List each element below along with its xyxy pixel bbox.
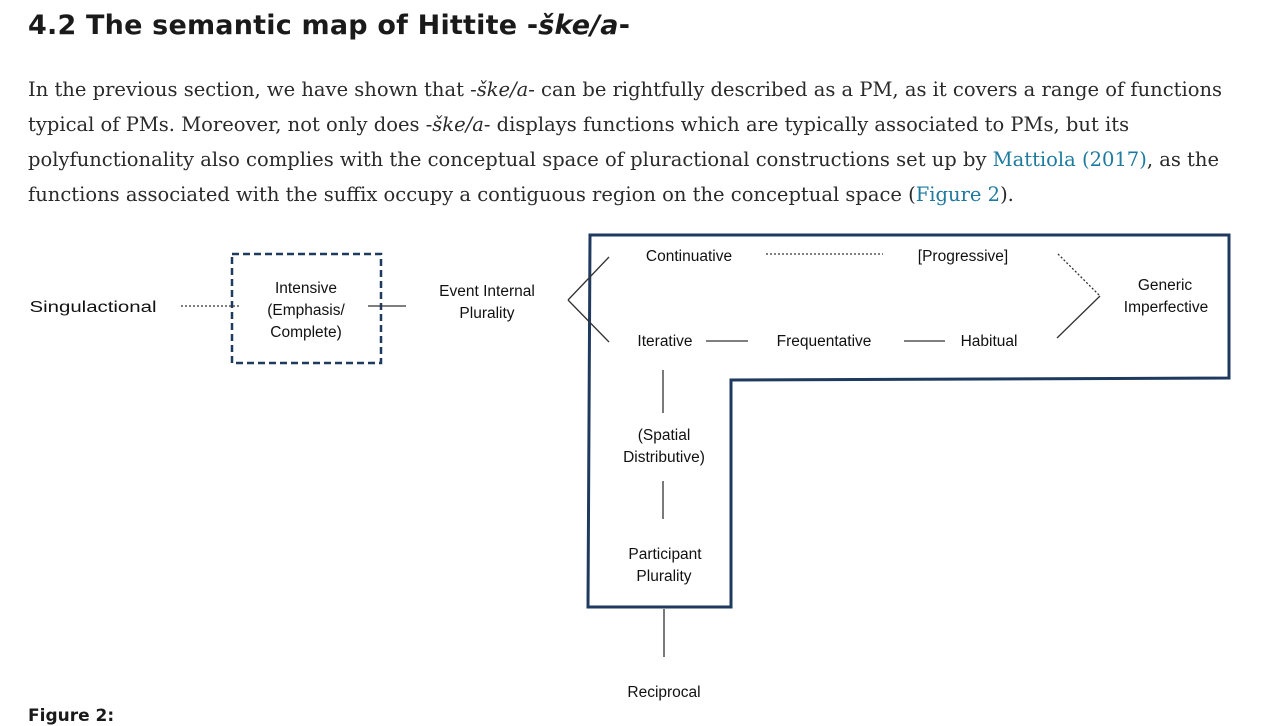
body-paragraph: In the previous section, we have shown t… <box>28 72 1243 212</box>
node-continuative: Continuative <box>646 248 732 265</box>
para-italic-2: ške/a <box>432 113 484 136</box>
node-participant: Participant <box>628 546 702 563</box>
figure-2-link[interactable]: Figure 2 <box>915 183 1001 206</box>
node-habitual: Habitual <box>961 333 1018 350</box>
para-text-2: - can be rightfully described as a PM, a… <box>28 78 1223 136</box>
node-iterative: Iterative <box>637 333 692 350</box>
node-intensive-emphasis: (Emphasis/ <box>267 302 345 319</box>
node-event-plurality: Plurality <box>459 305 514 322</box>
para-text-4: , as the functions associated with the s… <box>28 148 1219 206</box>
para-text-3: - displays functions which are typically… <box>28 113 1130 171</box>
citation-link-mattiola[interactable]: Mattiola (2017) <box>992 148 1147 171</box>
node-spatial: (Spatial <box>638 427 691 444</box>
node-participant-plurality: Plurality <box>636 568 691 585</box>
edge-habitual-generic <box>1056 295 1101 339</box>
edge-progressive-generic <box>1057 253 1101 297</box>
node-intensive: Intensive <box>275 280 337 297</box>
section-heading: 4.2 The semantic map of Hittite -ške/a- <box>28 10 630 41</box>
figure-caption: Figure 2: <box>28 706 115 726</box>
node-distributive: Distributive) <box>623 449 705 466</box>
para-italic-1: ške/a <box>476 78 529 101</box>
node-reciprocal: Reciprocal <box>627 684 700 701</box>
para-text-1: In the previous section, we have shown t… <box>28 78 477 101</box>
edge-event-iterative <box>567 299 610 343</box>
para-text-5: ). <box>1000 183 1014 206</box>
edge-event-continuative <box>567 256 610 301</box>
node-frequentative: Frequentative <box>777 333 872 350</box>
node-progressive: [Progressive] <box>918 248 1008 265</box>
ske-region-outline <box>586 233 1231 609</box>
node-generic: Generic <box>1138 277 1193 294</box>
node-imperfective: Imperfective <box>1124 299 1208 316</box>
heading-suffix-italic: ške/a <box>538 10 619 41</box>
heading-suffix-end: - <box>618 10 631 41</box>
node-singulactional: Singulactional <box>30 299 157 316</box>
heading-prefix: 4.2 The semantic map of Hittite - <box>28 10 539 41</box>
node-event-internal: Event Internal <box>439 283 535 300</box>
node-intensive-complete: Complete) <box>270 324 342 341</box>
intensive-dashed-box <box>230 252 383 365</box>
